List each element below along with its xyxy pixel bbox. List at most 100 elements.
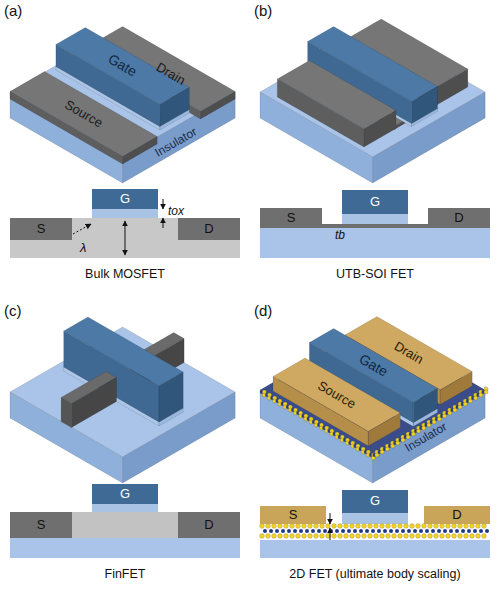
atom [278,524,283,529]
solid-face [413,389,437,423]
atom [428,534,433,539]
atom [422,524,427,529]
atom [419,529,423,533]
atom [266,524,271,529]
panel-caption: Bulk MOSFET [85,268,165,282]
node-text: S [37,222,46,236]
atom [362,524,367,529]
atom [446,524,451,529]
atom [383,529,387,533]
node-text: D [204,518,213,532]
atom [464,534,469,539]
atom [296,534,301,539]
atom [338,534,343,539]
atom [404,524,409,529]
atom [323,529,327,533]
node-text: S [287,211,296,225]
atom [398,534,403,539]
atom [485,529,489,533]
atom [416,524,421,529]
atom [308,534,313,539]
dimension-line [163,218,164,228]
atom [314,534,319,539]
solid-face [436,69,468,106]
solid-face [277,79,364,147]
solid-face [123,137,158,165]
atom [290,524,295,529]
layer-region [92,504,158,512]
node-text: S [37,518,46,532]
solid-face [201,92,236,120]
node-text: D [204,222,213,236]
atom [385,447,389,451]
region-box: G [342,190,408,214]
atom [410,534,415,539]
atom [296,524,301,529]
atom [278,534,283,539]
atom [458,524,463,529]
atom [260,524,265,529]
node-text: G [370,494,380,508]
layer-region [260,540,490,558]
atom [284,534,289,539]
atom [356,524,361,529]
layer-region [342,214,408,224]
node-text: D [452,508,461,522]
dimension-line [73,224,91,234]
solid-face [368,413,400,446]
atom [468,399,472,403]
atom [344,534,349,539]
region-box: S [260,506,326,524]
solid-face [440,372,472,405]
solid-face [364,111,396,148]
panel-letter: (d) [254,303,272,320]
region-box: S [10,218,72,240]
atom [371,529,375,533]
panel-caption: FinFET [105,568,146,582]
atom [484,390,488,394]
panel-caption: 2D FET (ultimate body scaling) [289,568,460,582]
atom [440,534,445,539]
atom [482,524,487,529]
atom [413,529,417,533]
atom [263,529,267,533]
atom [386,534,391,539]
atom [320,524,325,529]
atom [425,529,429,533]
atom [398,524,403,529]
atom [287,529,291,533]
atom [392,534,397,539]
dimension-label: tb [335,229,345,242]
atom [269,529,273,533]
atom [338,524,343,529]
atom [395,529,399,533]
atom [362,534,367,539]
layer-region [322,224,428,228]
atom [476,534,481,539]
atom [470,524,475,529]
region-box: D [178,218,240,240]
atom [449,529,453,533]
node-text: S [289,508,298,522]
atom [440,524,445,529]
atom [428,524,433,529]
atom [452,524,457,529]
region-box: G [92,484,158,504]
solid-face [159,372,183,422]
atom [356,534,361,539]
atom [386,524,391,529]
atom [473,529,477,533]
atom [422,534,427,539]
atom [463,402,467,406]
atom [476,524,481,529]
atom [434,524,439,529]
atom [266,534,271,539]
dimension-label: tox [168,205,184,218]
atom [458,405,462,409]
atom [401,529,405,533]
atom [396,441,400,445]
atom [380,450,384,454]
solid-face [10,92,123,165]
atom [341,529,345,533]
atom [437,529,441,533]
